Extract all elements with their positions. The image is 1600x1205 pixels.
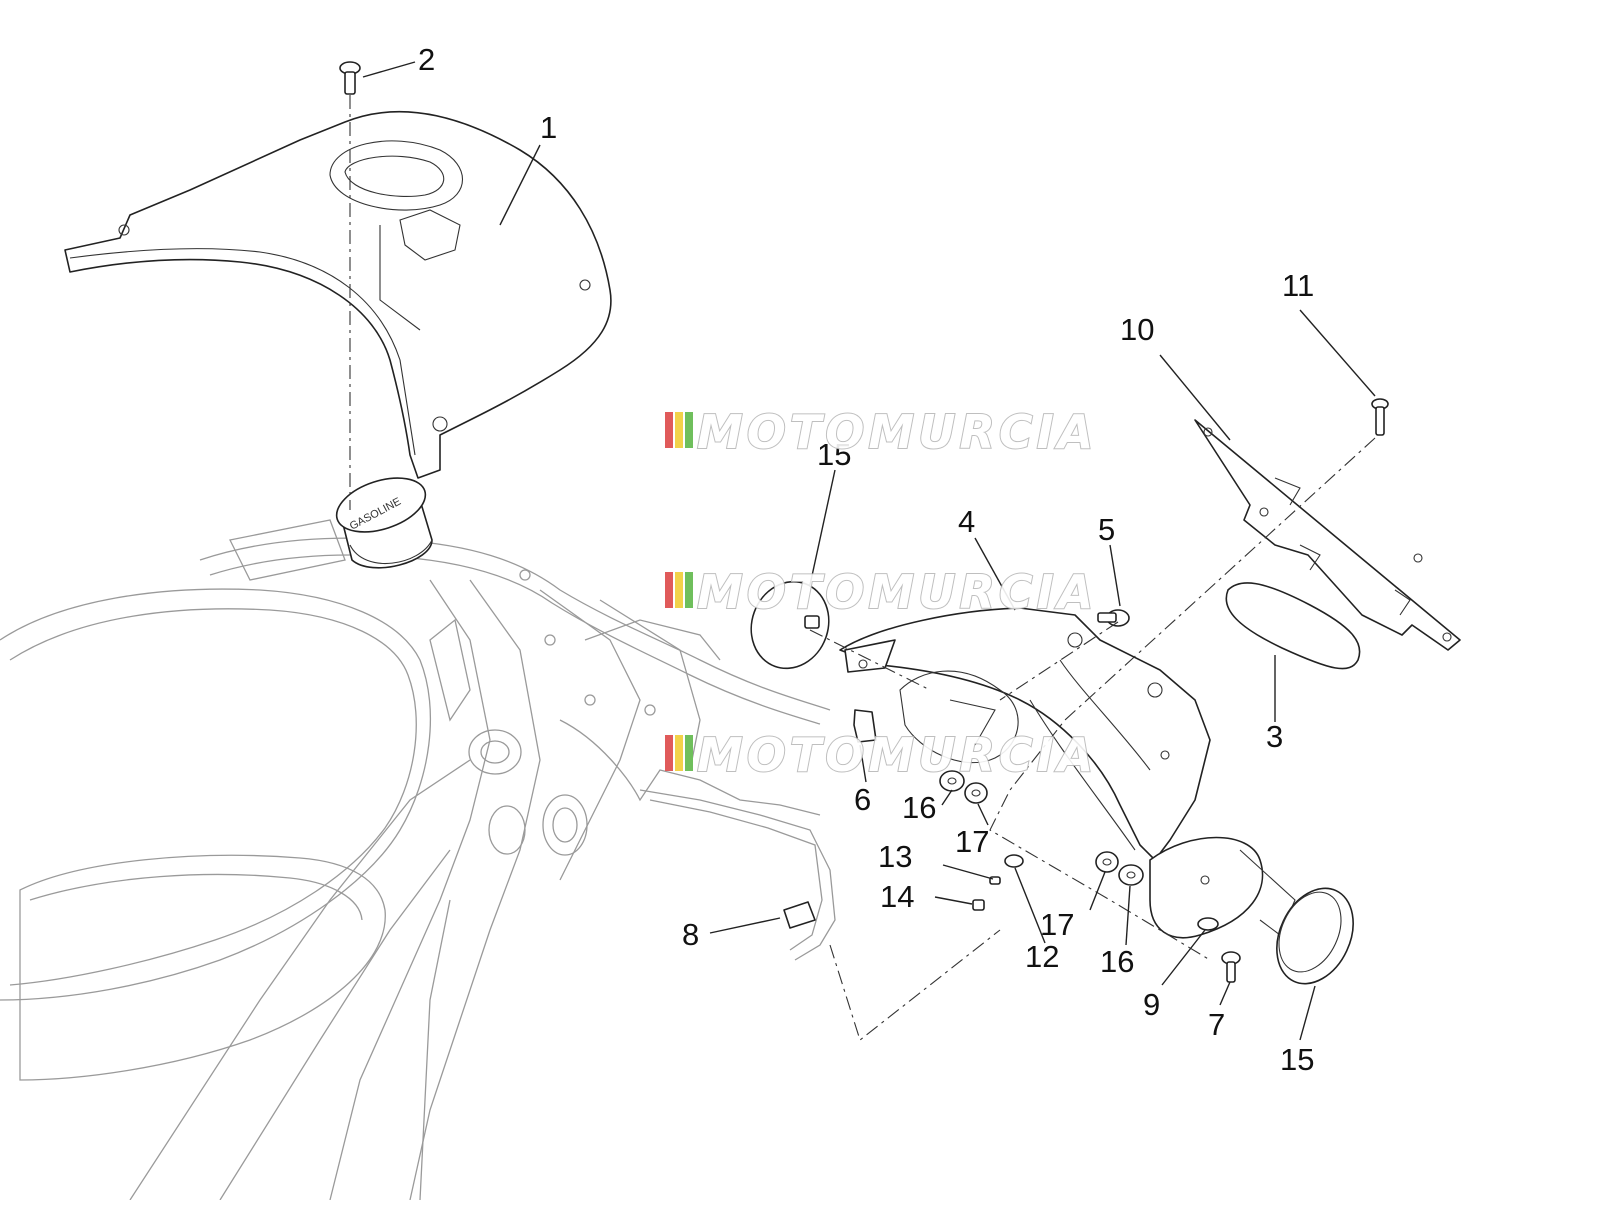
assembly-axes <box>349 95 1376 1041</box>
watermark-text: MOTOMURCIA <box>697 565 1097 619</box>
part-15-reflector-upper <box>750 580 830 670</box>
callout-9: 9 <box>1143 987 1160 1022</box>
part-16-washer-b <box>1118 864 1144 886</box>
callout-labels: 1 2 3 4 5 6 7 8 9 10 11 12 13 14 15 15 1… <box>418 42 1314 1077</box>
fuel-cap: GASOLINE <box>335 477 433 569</box>
watermark-1: MOTOMURCIA <box>665 404 1097 460</box>
part-17-nut-b <box>1095 851 1119 873</box>
watermark-stripe <box>665 572 673 608</box>
part-6-clip <box>853 709 877 743</box>
callout-13: 13 <box>878 839 912 874</box>
watermark-stripe <box>665 735 673 771</box>
watermark-2: MOTOMURCIA <box>665 564 1097 620</box>
watermark-text: MOTOMURCIA <box>697 728 1097 782</box>
part-9-washer <box>1197 917 1219 931</box>
callout-4: 4 <box>958 504 975 539</box>
part-5-screw <box>1097 609 1130 627</box>
part-1-upper-cover <box>64 111 612 479</box>
part-12-washer <box>1004 854 1024 868</box>
callout-14: 14 <box>880 879 914 914</box>
callout-15-lower: 15 <box>1280 1042 1314 1077</box>
watermark-text: MOTOMURCIA <box>697 405 1097 459</box>
callout-10: 10 <box>1120 312 1154 347</box>
watermark-stripe <box>675 572 683 608</box>
part-15-reflector-lower <box>1276 887 1354 985</box>
callout-15-upper: 15 <box>817 437 851 472</box>
part-4-plate-support <box>839 607 1296 939</box>
callout-16-a: 16 <box>902 790 936 825</box>
callout-5: 5 <box>1098 512 1115 547</box>
watermark-stripe <box>665 412 673 448</box>
part-2-screw <box>339 61 361 95</box>
watermark-stripe <box>675 412 683 448</box>
watermark-stripe <box>675 735 683 771</box>
part-11-bolt <box>1371 398 1389 436</box>
callout-11: 11 <box>1282 268 1314 303</box>
scooter-frame <box>0 519 836 1201</box>
callout-7: 7 <box>1208 1007 1225 1042</box>
callout-16-b: 16 <box>1100 944 1134 979</box>
part-14-pin <box>972 899 985 911</box>
callout-17-a: 17 <box>955 824 989 859</box>
leader-lines <box>362 61 1376 1041</box>
part-10-plate-holder <box>1194 419 1461 651</box>
watermark-3: MOTOMURCIA <box>665 727 1097 783</box>
callout-8: 8 <box>682 917 699 952</box>
callout-3: 3 <box>1266 719 1283 754</box>
callout-1: 1 <box>540 110 557 145</box>
callout-17-b: 17 <box>1040 907 1074 942</box>
callout-6: 6 <box>854 782 871 817</box>
callout-2: 2 <box>418 42 435 77</box>
part-17-nut-a <box>964 782 988 804</box>
watermark-stripe <box>685 412 693 448</box>
watermark-stripe <box>685 735 693 771</box>
part-7-screw <box>1221 951 1241 983</box>
watermark-stripe <box>685 572 693 608</box>
part-3-reflector <box>1225 582 1361 670</box>
part-8-clip <box>783 901 816 929</box>
callout-12: 12 <box>1025 939 1059 974</box>
